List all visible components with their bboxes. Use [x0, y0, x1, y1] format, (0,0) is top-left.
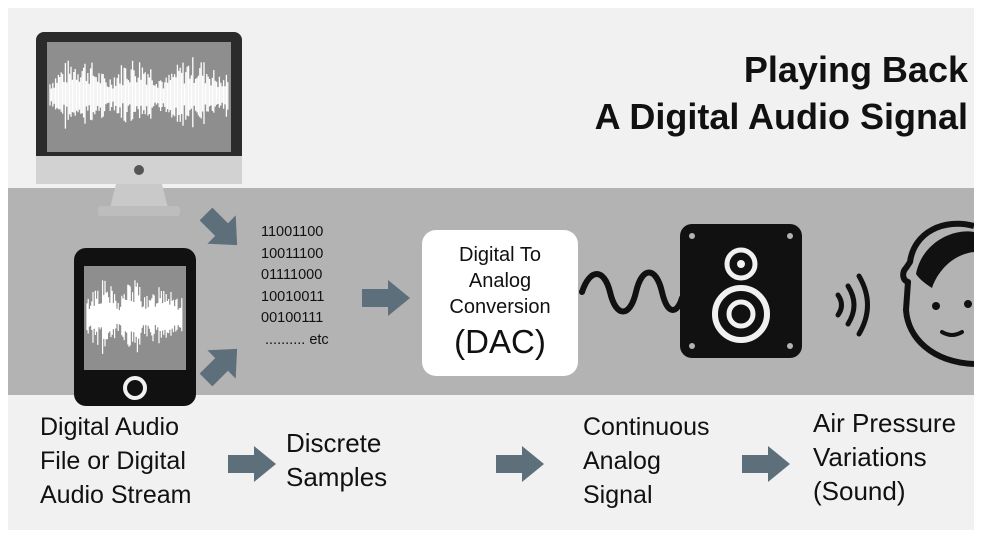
- caption-line: Continuous: [583, 413, 710, 441]
- tablet-waveform-icon: [74, 248, 196, 406]
- caption-air: Air Pressure Variations (Sound): [813, 406, 956, 508]
- caption-analog: Continuous Analog Signal: [583, 410, 709, 512]
- binary-sample: 01111000: [261, 267, 323, 284]
- dac-label-line-2: Analog: [468, 270, 532, 292]
- right-arrow-icon: [228, 446, 276, 482]
- title-line-2: A Digital Audio Signal: [594, 96, 968, 137]
- caption-line: Variations: [813, 442, 927, 472]
- caption-samples: Discrete Samples: [286, 426, 387, 494]
- caption-line: (Sound): [813, 476, 906, 506]
- caption-source: Digital Audio File or Digital Audio Stre…: [40, 410, 191, 512]
- binary-sample: 00100111: [261, 310, 324, 327]
- title-line-1: Playing Back: [743, 49, 968, 90]
- right-arrow-icon: [496, 446, 544, 482]
- dac-label-line-1: Digital To: [459, 244, 541, 266]
- binary-sample: 10010011: [261, 288, 325, 305]
- speaker-icon: [680, 224, 802, 358]
- binary-sample: 11001100: [261, 224, 324, 240]
- listener-face-icon: [900, 220, 974, 367]
- right-arrow-icon: [362, 280, 410, 316]
- right-arrow-icon: [199, 207, 238, 246]
- sound-waves-icon: [835, 273, 870, 337]
- right-arrow-icon: [199, 348, 238, 387]
- desktop-monitor-waveform-icon: [36, 32, 242, 216]
- dac-box: Digital To Analog Conversion (DAC): [422, 230, 578, 376]
- caption-line: Analog: [583, 447, 661, 475]
- caption-line: Audio Stream: [40, 481, 192, 509]
- analog-wave-icon: [579, 269, 685, 315]
- caption-line: Samples: [286, 462, 388, 492]
- caption-line: Digital Audio: [40, 413, 179, 441]
- binary-samples-list: 11001100 10011100 01111000 10010011 0010…: [261, 222, 329, 352]
- right-arrow-icon: [742, 446, 790, 482]
- binary-sample: 10011100: [261, 245, 324, 262]
- dac-abbreviation: (DAC): [454, 323, 546, 360]
- dac-label-line-3: Conversion: [449, 296, 551, 318]
- caption-line: Air Pressure: [813, 408, 957, 438]
- caption-line: File or Digital: [40, 447, 186, 475]
- caption-line: Signal: [583, 481, 653, 509]
- caption-line: Discrete: [286, 428, 382, 458]
- diagram-canvas: Playing Back A Digital Audio Signal 1100…: [8, 8, 974, 530]
- binary-sample: .......... etc: [265, 331, 329, 348]
- page-title: Playing Back A Digital Audio Signal: [595, 46, 968, 140]
